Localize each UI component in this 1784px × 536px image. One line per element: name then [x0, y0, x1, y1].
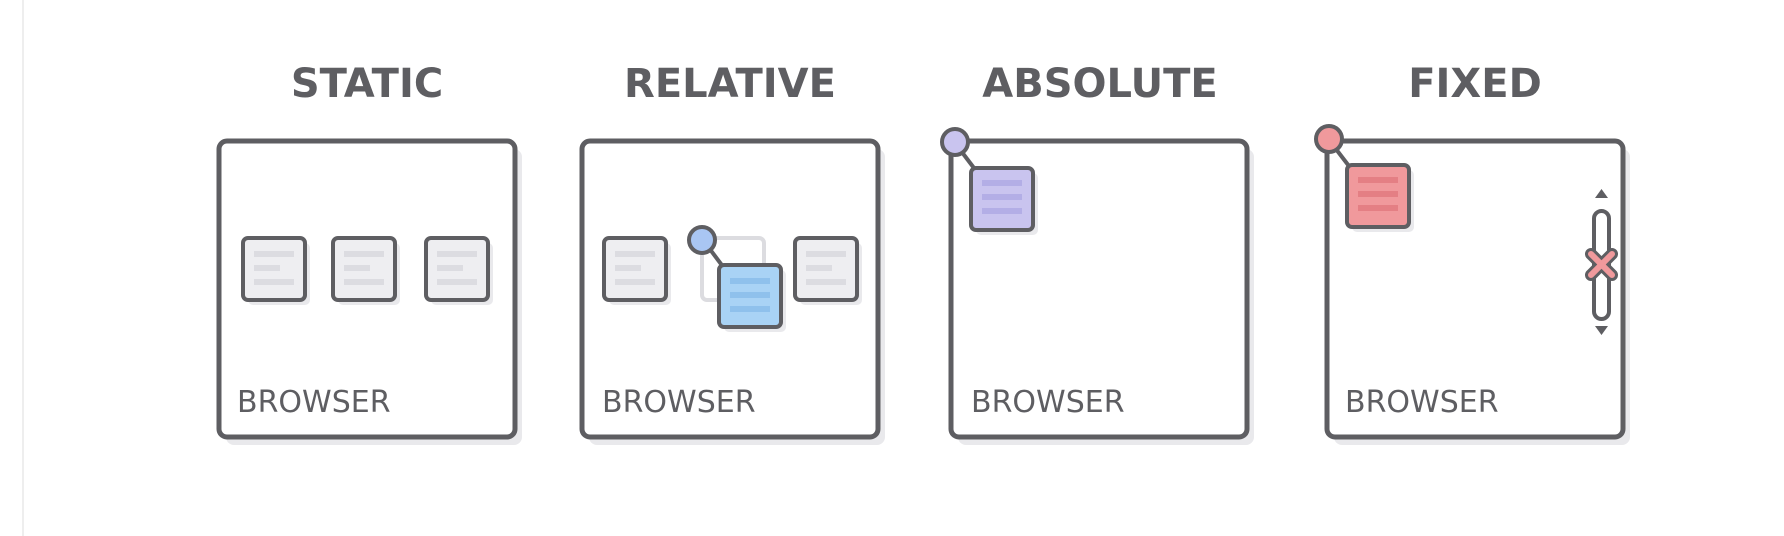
scroll-down-arrow-icon [1595, 326, 1608, 335]
fixed-pin [1314, 124, 1344, 154]
heading-relative: RELATIVE [624, 61, 836, 107]
absolute-box [969, 166, 1038, 235]
relative-box-right [793, 236, 862, 305]
browser-label-static: BROWSER [237, 385, 391, 420]
browser-label-fixed: BROWSER [1345, 385, 1499, 420]
absolute-pin [940, 127, 970, 157]
panel-absolute: ABSOLUTE BROWSER [940, 61, 1254, 445]
panel-static: STATIC BROWSER [216, 61, 522, 445]
browser-label-absolute: BROWSER [971, 385, 1125, 420]
scrollbar [1585, 189, 1618, 335]
panel-fixed: FIXED BROWSER [1314, 61, 1630, 445]
heading-absolute: ABSOLUTE [982, 61, 1217, 107]
panel-relative: RELATIVE BROWSER [579, 61, 885, 445]
left-divider [22, 0, 24, 536]
heading-static: STATIC [291, 61, 443, 107]
static-box-2 [331, 236, 400, 305]
relative-box-offset [717, 263, 786, 332]
relative-pin [687, 225, 717, 255]
scroll-position-x-icon [1585, 248, 1618, 281]
browser-label-relative: BROWSER [602, 385, 756, 420]
fixed-box [1345, 163, 1414, 232]
relative-box-left [602, 236, 671, 305]
static-box-3 [424, 236, 493, 305]
heading-fixed: FIXED [1408, 61, 1542, 107]
scroll-up-arrow-icon [1595, 189, 1608, 198]
static-box-1 [241, 236, 310, 305]
